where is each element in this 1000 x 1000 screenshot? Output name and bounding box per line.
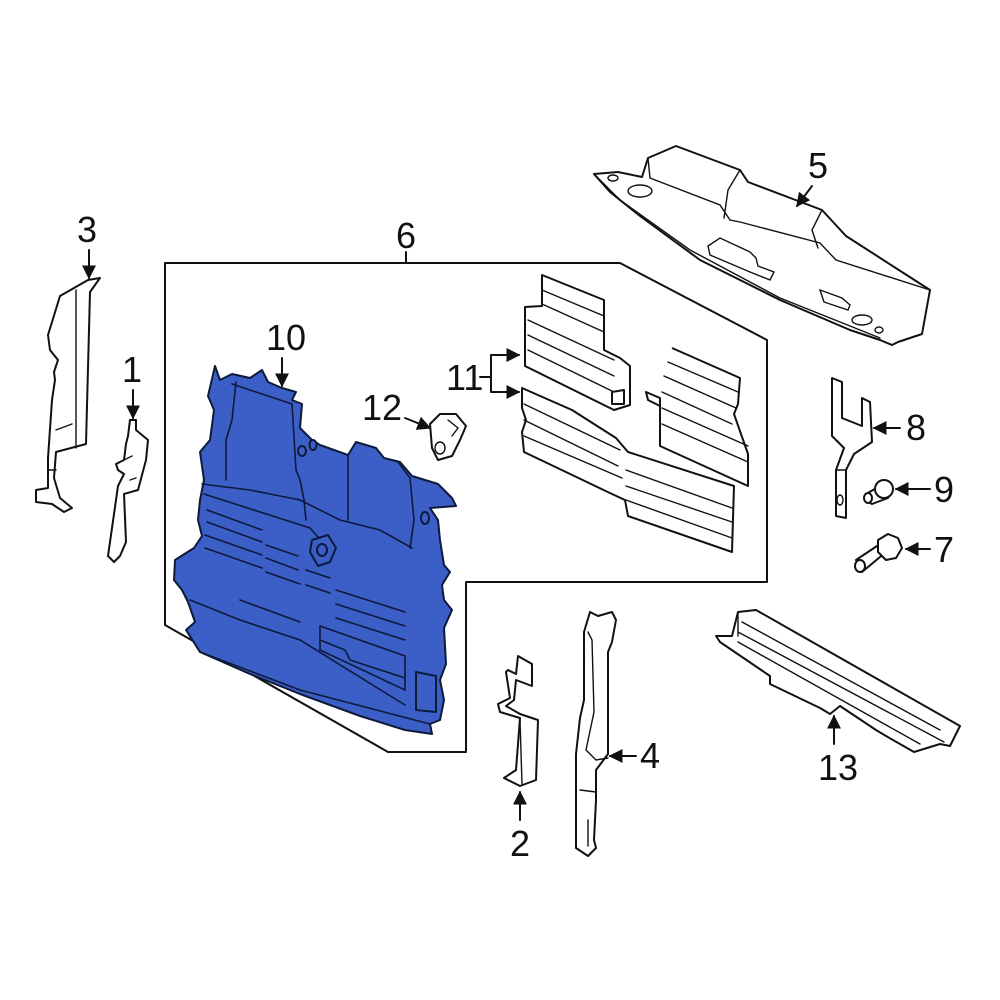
callout-6: 6 xyxy=(396,215,416,256)
callout-13: 13 xyxy=(818,714,858,788)
right-bracket-part-2[interactable] xyxy=(497,655,539,787)
left-bracket-part-1[interactable] xyxy=(107,419,149,563)
callout-label-7: 7 xyxy=(934,529,954,570)
callout-label-11: 11 xyxy=(446,357,483,398)
callout-8: 8 xyxy=(872,407,926,448)
right-deflector-part-4[interactable] xyxy=(575,611,617,857)
callout-label-9: 9 xyxy=(934,469,954,510)
callout-3: 3 xyxy=(77,209,97,280)
callout-4: 4 xyxy=(608,735,660,776)
callout-label-2: 2 xyxy=(510,823,530,864)
callout-label-4: 4 xyxy=(640,735,660,776)
upper-deflector-part-5[interactable] xyxy=(593,145,931,346)
callout-label-13: 13 xyxy=(818,747,858,788)
left-deflector-part-3[interactable] xyxy=(35,277,101,513)
callout-9: 9 xyxy=(894,469,954,510)
callout-5: 5 xyxy=(796,145,828,208)
callout-label-3: 3 xyxy=(77,209,97,250)
callout-label-8: 8 xyxy=(906,407,926,448)
callout-1: 1 xyxy=(122,349,142,420)
callout-label-1: 1 xyxy=(122,349,142,390)
clip-part-12[interactable] xyxy=(429,413,467,461)
bolt-part-7[interactable] xyxy=(854,533,903,573)
callout-label-6: 6 xyxy=(396,215,416,256)
callout-2: 2 xyxy=(510,790,530,864)
callout-label-5: 5 xyxy=(808,145,828,186)
shutter-louvers-part-11[interactable] xyxy=(521,274,749,553)
callout-12: 12 xyxy=(362,387,432,430)
callout-11: 11 xyxy=(446,348,521,399)
callout-10: 10 xyxy=(266,317,306,388)
mounting-bracket-part-8[interactable] xyxy=(831,377,873,519)
callout-label-12: 12 xyxy=(362,387,402,428)
pin-bolt-part-9[interactable] xyxy=(863,479,894,505)
lower-deflector-part-13[interactable] xyxy=(715,609,961,753)
callout-label-10: 10 xyxy=(266,317,306,358)
shutter-housing-part-10[interactable] xyxy=(173,365,457,735)
callout-7: 7 xyxy=(904,529,954,570)
